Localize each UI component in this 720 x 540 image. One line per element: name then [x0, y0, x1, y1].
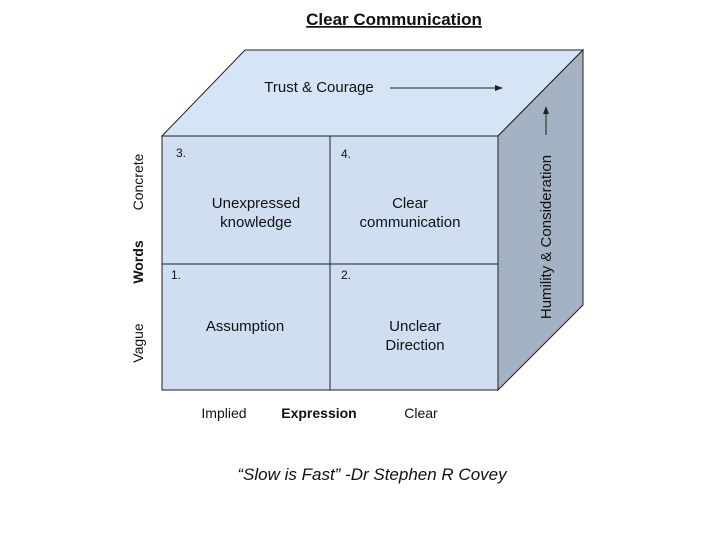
quadrant-4-number: 4.	[341, 147, 351, 161]
trust-arrow-head	[495, 85, 503, 91]
quadrant-3-number: 3.	[176, 146, 186, 160]
quadrant-2-line-1: Unclear	[389, 318, 441, 335]
humility-arrow-head	[543, 106, 549, 114]
quadrant-2-number: 2.	[341, 268, 351, 282]
quadrant-1-number: 1.	[171, 268, 181, 282]
quadrant-4-line-1: Clear	[392, 195, 428, 212]
x-axis-title: Expression	[281, 405, 356, 421]
quadrant-2-line-2: Direction	[385, 337, 444, 354]
page-title: Clear Communication	[306, 10, 482, 29]
x-axis-left-label: Implied	[201, 405, 246, 421]
covey-quote: “Slow is Fast” -Dr Stephen R Covey	[237, 465, 508, 484]
y-axis-bottom-label: Vague	[130, 323, 146, 363]
trust-courage-label: Trust & Courage	[264, 79, 374, 96]
quadrant-1-line-1: Assumption	[206, 318, 284, 335]
humility-consideration-label: Humility & Consideration	[538, 155, 555, 319]
x-axis-right-label: Clear	[404, 405, 438, 421]
y-axis-top-label: Concrete	[130, 153, 146, 210]
quadrant-4-line-2: communication	[360, 214, 461, 231]
quadrant-3-line-2: knowledge	[220, 214, 292, 231]
quadrant-3-line-1: Unexpressed	[212, 195, 300, 212]
y-axis-title: Words	[130, 240, 146, 284]
